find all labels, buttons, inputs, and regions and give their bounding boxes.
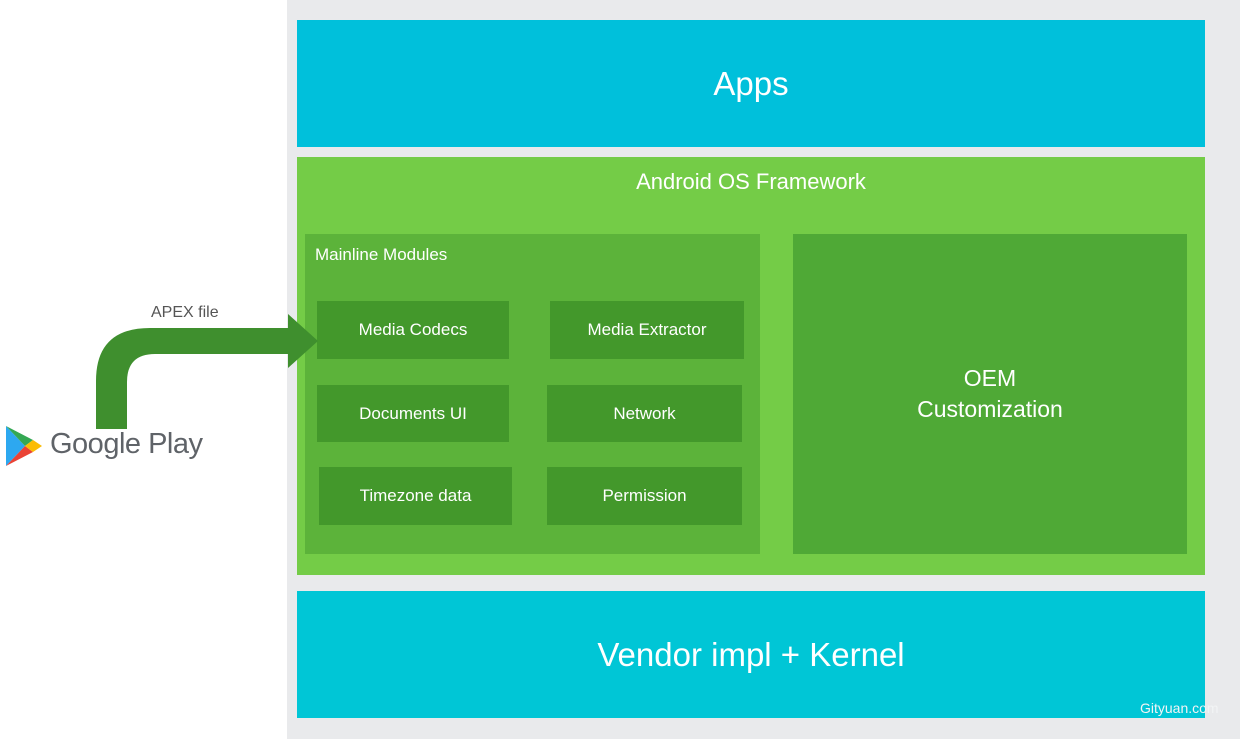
apps-layer: Apps [297,20,1205,147]
vendor-kernel-layer: Vendor impl + Kernel [297,591,1205,718]
curved-arrow-icon [96,314,318,429]
framework-layer: Android OS Framework Mainline Modules Me… [297,157,1205,575]
oem-label-line2: Customization [917,396,1063,422]
module-documents-ui: Documents UI [317,385,509,442]
module-media-codecs: Media Codecs [317,301,509,359]
module-timezone-data: Timezone data [319,467,512,525]
mainline-modules-box: Mainline Modules Media Codecs Media Extr… [305,234,760,554]
apex-file-label: APEX file [151,304,219,321]
apps-label: Apps [713,64,789,102]
module-network: Network [547,385,742,442]
module-permission: Permission [547,467,742,525]
google-play-label: Google Play [50,428,203,460]
framework-label: Android OS Framework [636,169,866,194]
oem-customization-box: OEM Customization [793,234,1187,554]
vendor-kernel-label: Vendor impl + Kernel [597,635,905,673]
watermark: Gityuan.com [1140,700,1219,716]
module-media-extractor: Media Extractor [550,301,744,359]
oem-label-line1: OEM [963,365,1017,391]
mainline-label: Mainline Modules [315,245,448,264]
google-play-icon [6,426,42,466]
